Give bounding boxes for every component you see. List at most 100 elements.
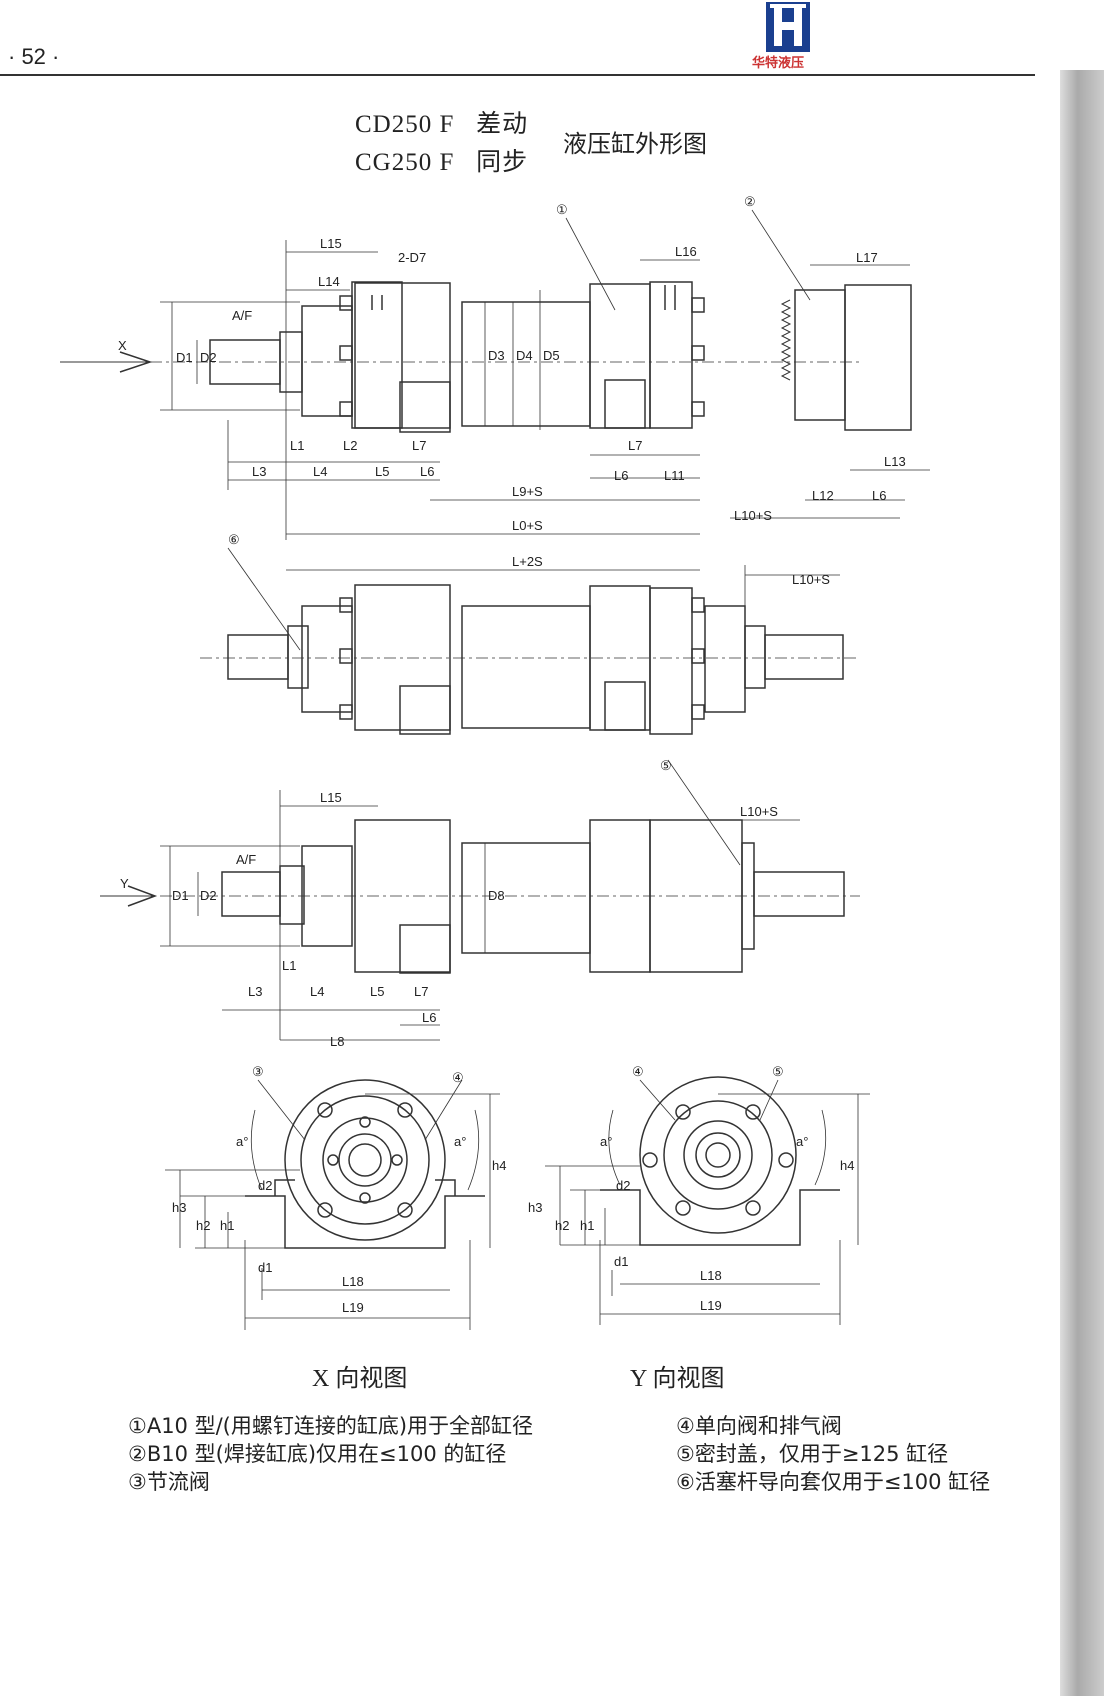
dim-h2-x: h2 [196,1218,210,1233]
dim-L6-c: L6 [872,488,886,503]
model-line-2: CG250 F 同步 [355,142,528,178]
page-number: · 52 · [8,44,60,69]
dim-a-left-y: a° [600,1134,612,1149]
dim-L7-c: L7 [414,984,428,999]
dim-L15-b: L15 [320,790,342,805]
notes-left: ①A10 型/(用螺钉连接的缸底)用于全部缸径 ②B10 型(焊接缸底)仅用在≤… [128,1412,533,1496]
dim-h2-y: h2 [555,1218,569,1233]
dim-L16: L16 [675,244,697,259]
note-2: ②B10 型(焊接缸底)仅用在≤100 的缸径 [128,1442,507,1466]
note-6: ⑥活塞杆导向套仅用于≤100 缸径 [676,1470,991,1494]
dim-h3-y: h3 [528,1200,542,1215]
callout-2: ② [744,194,756,209]
dim-a-left: a° [236,1134,248,1149]
dim-L7-a: L7 [412,438,426,453]
note-5: ⑤密封盖，仅用于≥125 缸径 [676,1442,949,1466]
dim-d2-y: d2 [616,1178,630,1193]
callout-5: ⑤ [660,758,672,773]
dim-L6-b: L6 [614,468,628,483]
drawing-title: 液压缸外形图 [563,132,707,158]
dim-L18-x: L18 [342,1274,364,1289]
callout-6: ⑥ [228,532,240,547]
notes-right: ④单向阀和排气阀 ⑤密封盖，仅用于≥125 缸径 ⑥活塞杆导向套仅用于≤100 … [676,1412,990,1496]
brand-name: 华特液压 [752,56,805,71]
dim-L18-y: L18 [700,1268,722,1283]
dim-AF-b: A/F [236,852,256,867]
dim-D5: D5 [543,348,560,363]
dim-D4: D4 [516,348,533,363]
dim-L7-b: L7 [628,438,642,453]
dim-d2-x: d2 [258,1178,272,1193]
elevation-view-2 [200,547,860,735]
note-3: ③节流阀 [128,1470,210,1494]
dim-L5-a: L5 [375,464,389,479]
dim-L10S: L10+S [734,508,772,523]
model-type-1: 差动 [476,111,529,138]
x-view-caption: X 向视图 [312,1366,408,1392]
dim-L13: L13 [884,454,906,469]
dim-L15-a: L15 [320,236,342,251]
dim-D2-a: D2 [200,350,217,365]
callout-3: ③ [252,1064,264,1079]
dim-L3-a: L3 [252,464,266,479]
dim-AF-a: A/F [232,308,252,323]
model-code-2: CG250 F [355,149,455,176]
dim-d1-y: d1 [614,1254,628,1269]
dim-L17: L17 [856,250,878,265]
dim-Y: Y [120,876,129,891]
page-edge-shadow [1060,70,1104,1696]
dim-X: X [118,338,127,353]
dim-L1-a: L1 [290,438,304,453]
dim-L11: L11 [664,468,685,483]
y-view-caption: Y 向视图 [630,1366,725,1392]
dim-d1-x: d1 [258,1260,272,1275]
dim-h1-x: h1 [220,1218,234,1233]
dim-L3-b: L3 [248,984,262,999]
model-type-2: 同步 [476,149,529,176]
dim-L10S-c: L10+S [740,804,778,819]
dim-L1-b: L1 [282,958,296,973]
model-line-1: CD250 F 差动 [355,104,528,140]
dim-h4-y: h4 [840,1158,854,1173]
dim-L19-y: L19 [700,1298,722,1313]
callout-5-y: ⑤ [772,1064,784,1079]
dim-D2-b: D2 [200,888,217,903]
dim-h3-x: h3 [172,1200,186,1215]
dim-D7: 2-D7 [398,250,426,265]
dim-L5-b: L5 [370,984,384,999]
model-code-1: CD250 F [355,111,455,138]
note-4: ④单向阀和排气阀 [676,1414,842,1438]
dim-h1-y: h1 [580,1218,594,1233]
end-view-y [545,1076,870,1325]
elevation-view-3 [100,759,860,1041]
dim-L10S-b: L10+S [792,572,830,587]
callout-1: ① [556,202,568,217]
dim-L9S: L9+S [512,484,543,499]
note-1: ①A10 型/(用螺钉连接的缸底)用于全部缸径 [128,1414,534,1438]
dim-L8: L8 [330,1034,344,1049]
dim-D8: D8 [488,888,505,903]
dim-L2: L2 [343,438,357,453]
dim-D1-b: D1 [172,888,189,903]
dim-L19-x: L19 [342,1300,364,1315]
dim-L12: L12 [812,488,834,503]
brand-logo-icon [766,2,810,52]
dim-h4-x: h4 [492,1158,506,1173]
dim-L2S: L+2S [512,554,543,569]
dim-L4-b: L4 [310,984,324,999]
header-rule [0,74,1035,76]
callout-4-y: ④ [632,1064,644,1079]
dim-D1-a: D1 [176,350,193,365]
dim-a-right: a° [454,1134,466,1149]
callout-4: ④ [452,1070,464,1085]
end-view-x [165,1079,500,1330]
dim-a-right-y: a° [796,1134,808,1149]
dim-L14: L14 [318,274,340,289]
dim-L4-a: L4 [313,464,327,479]
elevation-view-1 [60,209,930,571]
dim-D3-a: D3 [488,348,505,363]
dim-L6-d: L6 [422,1010,436,1025]
dim-L6-a: L6 [420,464,434,479]
dim-L0S: L0+S [512,518,543,533]
